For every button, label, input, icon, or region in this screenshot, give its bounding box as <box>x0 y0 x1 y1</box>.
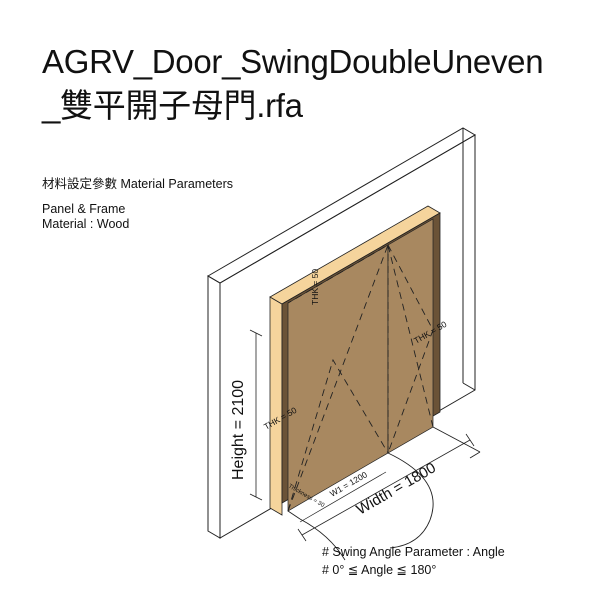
thk-top-label: THK = 50 <box>310 269 320 305</box>
height-label: Height = 2100 <box>230 380 247 480</box>
height-dimension-line <box>249 329 263 501</box>
frame-side-face <box>269 296 283 516</box>
swing-dashes <box>287 243 434 512</box>
w1-dimension-line <box>299 471 387 523</box>
material-parameters-heading: 材料設定參數 Material Parameters <box>42 177 234 191</box>
panel-frame-label: Panel & Frame <box>42 202 126 216</box>
width-dimension-line <box>297 433 475 542</box>
wall-outline <box>207 127 476 539</box>
title-line-1: AGRV_Door_SwingDoubleUneven <box>42 43 544 80</box>
angle-range-note: # 0° ≦ Angle ≦ 180° <box>322 563 437 577</box>
title-line-2: _雙平開子母門.rfa <box>42 87 303 124</box>
swing-arcs <box>287 426 481 561</box>
swing-angle-note: # Swing Angle Parameter : Angle <box>322 545 505 559</box>
width-label: Width = 1800 <box>354 459 439 518</box>
material-label: Material : Wood <box>42 217 130 231</box>
